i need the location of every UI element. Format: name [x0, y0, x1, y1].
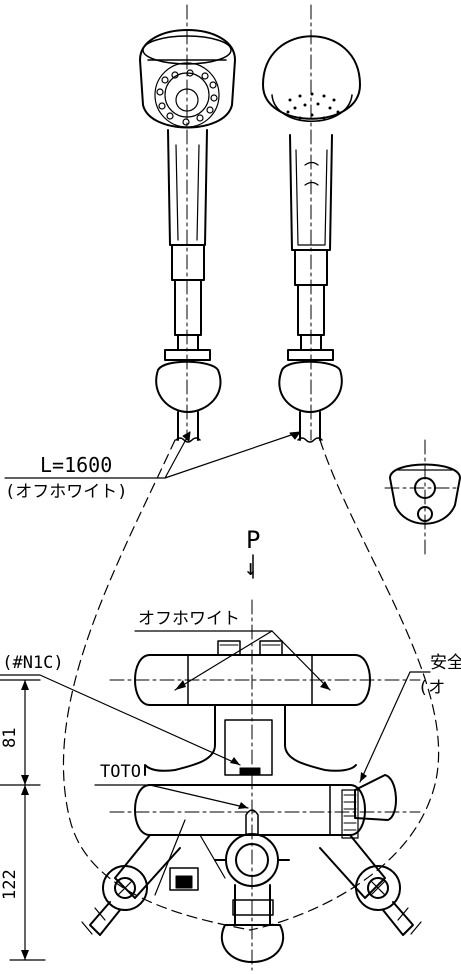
shower-head-front — [139, 29, 236, 443]
hose-length-label: L=1600 — [40, 453, 113, 477]
dimension-lines — [0, 679, 46, 961]
brand-label: TOTO — [100, 762, 141, 782]
shower-head-side — [262, 35, 361, 443]
dimension-122: 122 — [0, 869, 20, 900]
hose-envelope — [62, 439, 440, 931]
center-lines — [109, 4, 461, 971]
faucet-body — [81, 640, 422, 963]
view-p-arrow: ↓ — [244, 556, 258, 581]
handle-color-label: オフホワイト — [138, 609, 240, 629]
view-p-label: P — [246, 526, 261, 554]
safety-button-color-label: (オ — [418, 678, 446, 698]
safety-button-label: 安全 — [430, 653, 461, 673]
shower-holder-top-view — [389, 463, 461, 525]
hose-color-label: (オフホワイト) — [5, 482, 128, 502]
body-color-label: )(#N1C) — [0, 653, 64, 673]
hose-leader-line — [4, 431, 301, 479]
faucet-leaders — [0, 630, 431, 896]
dimension-81: 81 — [0, 727, 20, 748]
